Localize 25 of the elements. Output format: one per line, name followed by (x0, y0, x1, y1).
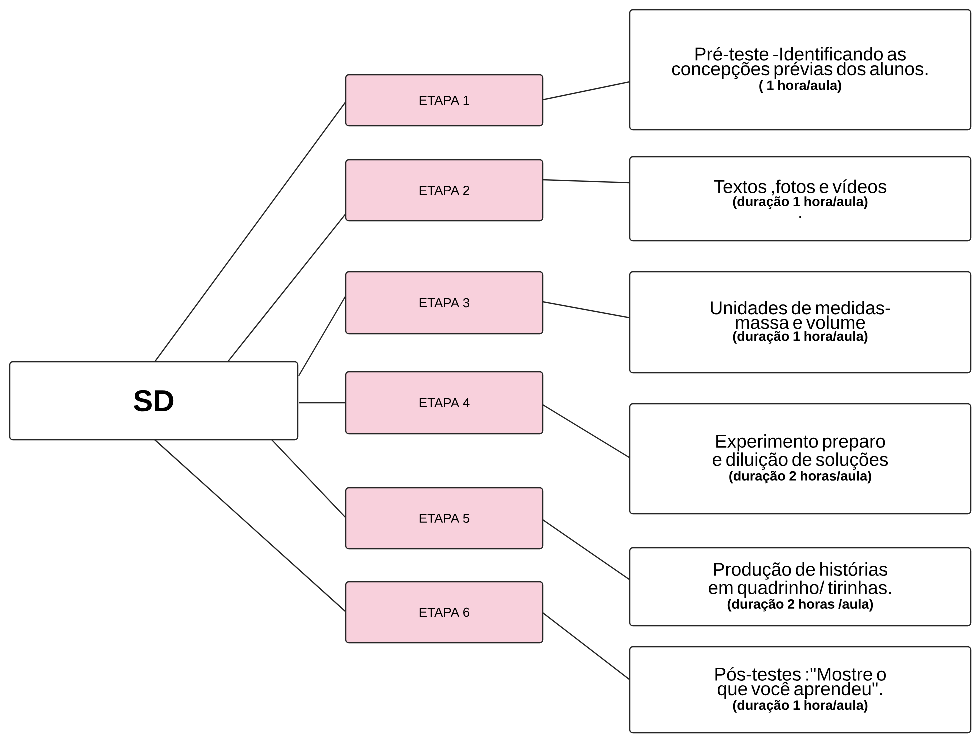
detail-box: Produção de histórias em quadrinho/ tirinhas. (duração 2 horas /aula) (629, 547, 972, 627)
connector-line (228, 214, 346, 362)
stage-box: ETAPA 6 (345, 581, 544, 644)
connector-line (542, 301, 630, 319)
stage-box: ETAPA 1 (345, 74, 544, 127)
detail-box: Pré-teste -Identificando as concepções prévias dos alunos. ( 1 hora/aula) (629, 9, 972, 131)
connector-line (154, 102, 346, 362)
detail-box: Experimento preparo e diluição de soluções (duração 2 horas/aula) (629, 403, 972, 515)
stage-box: ETAPA 2 (345, 159, 544, 222)
connector-line (272, 440, 346, 518)
connector-line (542, 81, 630, 101)
connector-line (298, 296, 347, 376)
connector-line (542, 520, 630, 580)
connector-line (542, 179, 630, 184)
detail-box: Textos ,fotos e vídeos (duração 1 hora/aula) . (629, 156, 972, 242)
connector-line (542, 404, 630, 458)
connector-line (542, 612, 630, 680)
stage-box: ETAPA 3 (345, 271, 544, 335)
detail-box: Pós-testes :"Mostre o que você aprendeu". (duração 1 hora/aula) (629, 646, 972, 734)
connector-line (154, 440, 346, 612)
root-box: SD (9, 361, 299, 441)
connector-line (299, 402, 346, 404)
stage-box: ETAPA 5 (345, 487, 544, 550)
stage-box: ETAPA 4 (345, 371, 544, 435)
detail-box: Unidades de medidas- massa e volume (duração 1 hora/aula) (629, 271, 972, 374)
